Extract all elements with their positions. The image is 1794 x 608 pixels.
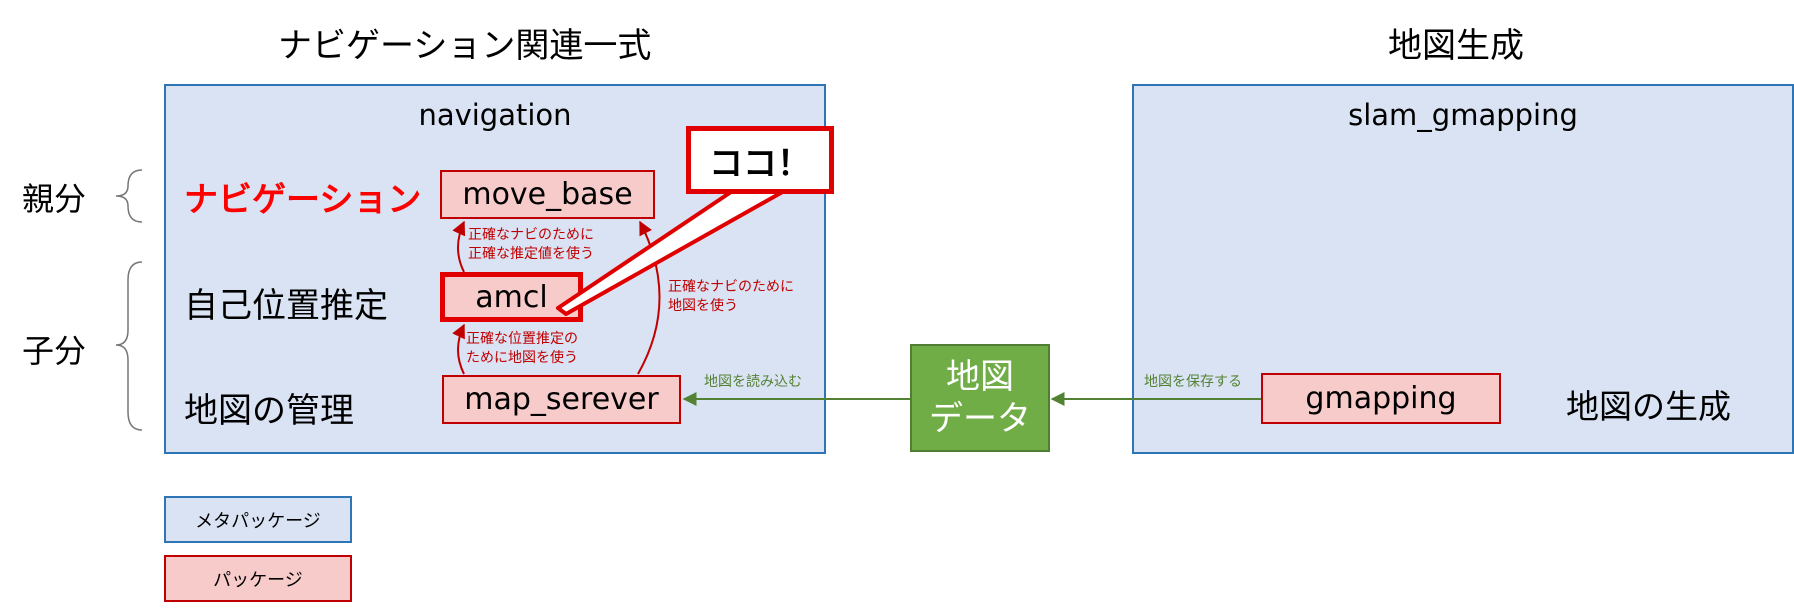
map-data-box: 地図 データ <box>910 344 1050 452</box>
legend-meta-package: メタパッケージ <box>164 496 352 543</box>
package-amcl: amcl <box>440 272 583 322</box>
package-move-base: move_base <box>440 170 655 219</box>
parent-bracket <box>115 169 143 223</box>
note-amcl-to-move-base: 正確なナビのために 正確な推定値を使う <box>468 227 594 262</box>
navigation-group-title: ナビゲーション関連一式 <box>278 26 652 66</box>
rank-label-child: 子分 <box>22 332 87 370</box>
role-localization: 自己位置推定 <box>184 286 388 326</box>
save-map-label: 地図を保存する <box>1144 374 1242 390</box>
navigation-meta-package-name: navigation <box>418 98 572 132</box>
map-generation-title: 地図生成 <box>1388 26 1524 66</box>
callout-tail <box>556 188 788 316</box>
load-map-label: 地図を読み込む <box>704 374 802 390</box>
rank-label-parent: 親分 <box>22 180 87 218</box>
arrow-map-to-amcl <box>452 323 465 375</box>
child-bracket <box>115 261 143 431</box>
note-map-to-amcl: 正確な位置推定の ために地図を使う <box>466 331 578 366</box>
arrow-amcl-to-move-base <box>452 220 466 273</box>
role-map-management: 地図の管理 <box>184 391 354 431</box>
map-data-label-line1: 地図 <box>946 357 1014 397</box>
arrow-map-to-move-base <box>637 220 661 375</box>
map-data-label-line2: データ <box>929 399 1031 439</box>
package-map-server: map_serever <box>442 375 681 424</box>
legend-package: パッケージ <box>164 555 352 602</box>
package-gmapping: gmapping <box>1261 373 1501 424</box>
note-map-to-move-base: 正確なナビのために 地図を使う <box>668 279 794 314</box>
role-map-generation: 地図の生成 <box>1566 387 1731 426</box>
role-navigation: ナビゲーション <box>184 180 422 220</box>
slam-gmapping-meta-package-name: slam_gmapping <box>1348 98 1578 132</box>
callout-here: ココ！ <box>686 126 834 194</box>
